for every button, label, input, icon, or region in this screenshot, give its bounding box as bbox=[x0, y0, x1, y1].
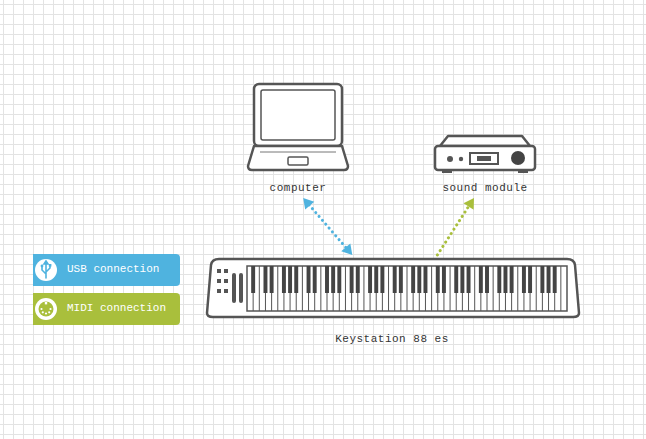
node-label: computer bbox=[246, 182, 350, 194]
node-label: Keystation 88 es bbox=[203, 333, 581, 345]
legend-label: MIDI connection bbox=[67, 302, 166, 314]
legend-swatch: USB connection bbox=[33, 254, 180, 286]
legend-label: USB connection bbox=[67, 263, 159, 275]
legend-swatch: MIDI connection bbox=[33, 293, 180, 325]
connection-arrow bbox=[437, 198, 474, 255]
illustration bbox=[246, 80, 350, 198]
computer-node: computer bbox=[246, 80, 350, 198]
sound-module-node: sound module bbox=[430, 132, 540, 198]
connector-icon bbox=[33, 293, 61, 325]
connector-icon bbox=[33, 254, 61, 286]
node-label: sound module bbox=[430, 182, 540, 194]
keyboard-node: Keystation 88 es bbox=[203, 255, 581, 351]
connection-arrow bbox=[303, 198, 352, 255]
